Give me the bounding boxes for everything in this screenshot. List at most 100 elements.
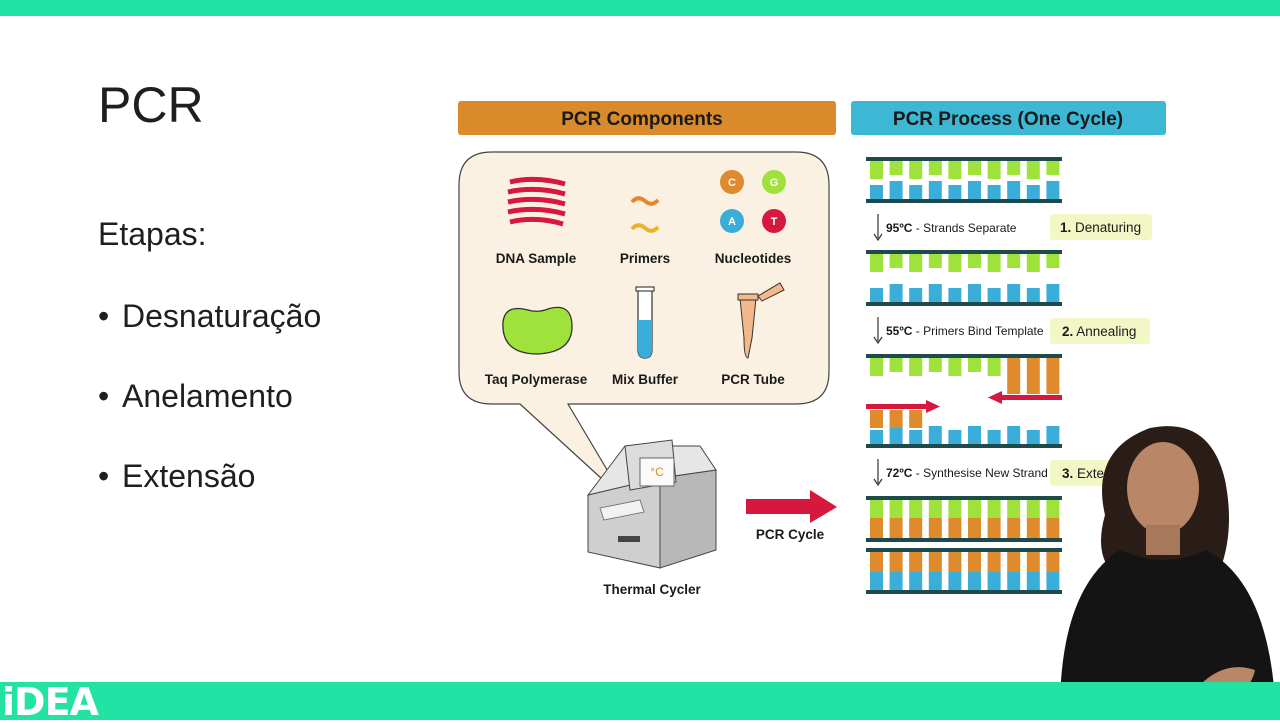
dna-backbone xyxy=(866,590,1062,594)
list-item: •Extensão xyxy=(98,456,321,536)
base-pair xyxy=(987,185,1001,199)
top-accent-bar xyxy=(0,0,1280,16)
idea-logo: iDEA xyxy=(2,680,99,724)
pcr-cycle-arrow-icon xyxy=(746,490,837,523)
reverse-primer-arrow-icon xyxy=(988,391,1062,404)
thermal-cycler-icon: °C xyxy=(586,439,717,569)
nucleotides-icon: C G A T xyxy=(720,170,786,233)
base-pair xyxy=(1007,552,1021,572)
dna-backbone xyxy=(866,496,1062,500)
base-pair xyxy=(968,161,981,175)
base-pair xyxy=(909,430,923,444)
base-pair xyxy=(987,288,1001,302)
base-pair xyxy=(928,426,942,444)
base-pair xyxy=(1007,426,1021,444)
svg-text:C: C xyxy=(728,177,736,189)
presenter-video xyxy=(1059,426,1276,720)
base-pair xyxy=(889,181,903,199)
base-pair xyxy=(870,430,883,444)
base-pair xyxy=(1046,358,1060,394)
base-pair xyxy=(909,161,923,179)
badge-annealing xyxy=(1050,318,1150,344)
base-pair xyxy=(909,410,923,428)
process-header-bg xyxy=(851,101,1166,135)
base-pair xyxy=(948,500,962,518)
base-pair xyxy=(909,518,923,538)
dna-backbone xyxy=(866,250,1062,254)
base-pair xyxy=(928,552,942,572)
base-pair xyxy=(928,572,942,590)
badge-denaturing xyxy=(1050,214,1152,240)
label-pcr-tube: PCR Tube xyxy=(721,372,785,387)
base-pair xyxy=(948,185,962,199)
base-pair xyxy=(1026,161,1040,179)
base-pair xyxy=(928,181,942,199)
bullet-icon: • xyxy=(98,378,110,414)
base-pair xyxy=(889,572,903,590)
base-pair xyxy=(1046,284,1060,302)
base-pair xyxy=(968,284,981,302)
base-pair xyxy=(928,358,942,372)
dna-backbone xyxy=(866,199,1062,203)
base-pair xyxy=(1026,572,1040,590)
svg-text:T: T xyxy=(771,216,778,228)
dna-backbone xyxy=(866,157,1062,161)
bullet-text: Anelamento xyxy=(122,378,293,414)
svg-text:A: A xyxy=(728,216,736,228)
process-header: PCR Process (One Cycle) xyxy=(893,109,1123,130)
svg-text:1. Denaturing: 1. Denaturing xyxy=(1060,220,1141,235)
base-pair xyxy=(968,552,981,572)
base-pair xyxy=(889,500,903,518)
label-mix-buffer: Mix Buffer xyxy=(612,372,679,387)
base-pair xyxy=(870,410,883,428)
label-taq-polymerase: Taq Polymerase xyxy=(485,372,588,387)
base-pair xyxy=(948,518,962,538)
components-header-bg xyxy=(458,101,836,135)
bullet-text: Desnaturação xyxy=(122,298,322,334)
slide-subtitle: Etapas: xyxy=(98,216,207,252)
base-pair xyxy=(948,430,962,444)
base-pair xyxy=(909,254,923,272)
base-pair xyxy=(1046,572,1060,590)
step-row-denaturing: 95ºC - Strands Separate 1. Denaturing xyxy=(873,214,1152,242)
base-pair xyxy=(968,426,981,444)
base-pair xyxy=(1046,552,1060,572)
base-pair xyxy=(889,518,903,538)
base-pair xyxy=(987,572,1001,590)
base-pair xyxy=(1026,185,1040,199)
base-pair xyxy=(987,430,1001,444)
base-pair xyxy=(948,254,962,272)
slide-title: PCR xyxy=(98,77,204,133)
base-pair xyxy=(968,500,981,518)
dna-sample-icon xyxy=(507,176,566,227)
base-pair xyxy=(1007,284,1021,302)
base-pair xyxy=(1026,518,1040,538)
base-pair xyxy=(909,500,923,518)
label-primers: Primers xyxy=(620,251,670,266)
base-pair xyxy=(870,185,883,199)
base-pair xyxy=(870,518,883,538)
base-pair xyxy=(987,358,1001,376)
svg-text:95ºC - Strands Separate: 95ºC - Strands Separate xyxy=(886,221,1017,235)
step-row-annealing: 55ºC - Primers Bind Template 2. Annealin… xyxy=(873,317,1150,345)
base-pair xyxy=(870,552,883,572)
dna-backbone xyxy=(866,548,1062,552)
base-pair xyxy=(909,185,923,199)
base-pair xyxy=(928,500,942,518)
base-pair xyxy=(870,500,883,518)
bullet-icon: • xyxy=(98,458,110,494)
base-pair xyxy=(1026,552,1040,572)
base-pair xyxy=(987,254,1001,272)
taq-polymerase-icon xyxy=(502,306,573,355)
base-pair xyxy=(1026,288,1040,302)
dna-backbone xyxy=(866,354,1062,358)
base-pair xyxy=(870,358,883,376)
base-pair xyxy=(870,572,883,590)
base-pair xyxy=(909,288,923,302)
base-pair xyxy=(889,358,903,372)
base-pair xyxy=(889,284,903,302)
base-pair xyxy=(1007,161,1021,175)
base-pair xyxy=(1007,518,1021,538)
base-pair xyxy=(928,518,942,538)
